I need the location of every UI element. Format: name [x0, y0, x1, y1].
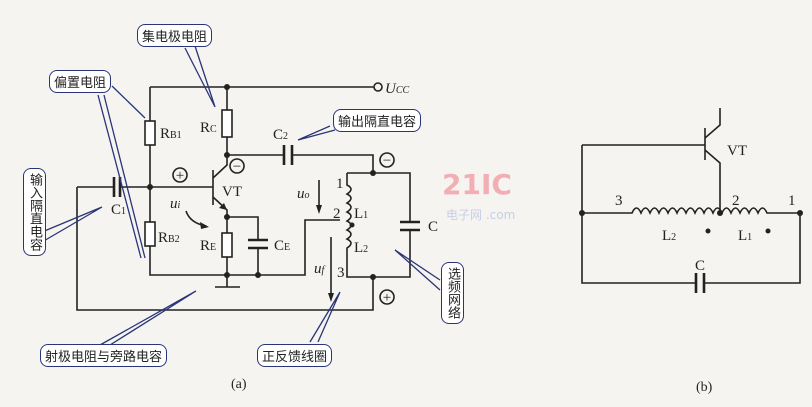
- circuit-a: + − − + UCC RB1 RC C2 VT ui C1 RB2 RE CE…: [41, 45, 441, 346]
- c-capacitor-b: [694, 273, 706, 293]
- minus-marker: −: [233, 159, 241, 175]
- circuit-b: VT 3 2 1 L2 L1 C: [579, 108, 803, 293]
- ui-label: ui: [170, 196, 181, 212]
- l1-label-b: L1: [738, 228, 752, 244]
- re-resistor: [221, 232, 233, 258]
- rc-label: RC: [200, 120, 217, 136]
- watermark-text: 电子网 .com: [446, 208, 516, 222]
- c1-label: C1: [111, 202, 126, 218]
- node-3-label-b: 3: [615, 193, 623, 209]
- callout-collector-resistor: 集电极电阻: [137, 24, 213, 47]
- callout-input-coupling-cap: 输入隔直电容: [23, 168, 46, 256]
- watermark-logo: 21IC: [442, 168, 512, 201]
- uo-label: uo: [297, 186, 310, 202]
- plus-marker: +: [176, 168, 184, 184]
- rb1-label: RB1: [160, 126, 182, 142]
- ce-label: CE: [274, 238, 290, 254]
- re-label: RE: [200, 238, 216, 254]
- callout-emitter-resistor-bypass: 射极电阻与旁路电容: [40, 344, 168, 367]
- rb1-resistor: [144, 120, 156, 146]
- rb2-label: RB2: [158, 230, 180, 246]
- vt-label-b: VT: [727, 143, 747, 159]
- ucc-label: UCC: [385, 81, 410, 97]
- node-2-label-b: 2: [732, 193, 740, 209]
- callout-bias-resistor: 偏置电阻: [49, 70, 112, 93]
- caption-a: (a): [231, 377, 247, 392]
- node-1-label-b: 1: [788, 193, 796, 209]
- c-label: C: [428, 219, 438, 235]
- rc-resistor: [221, 109, 233, 138]
- caption-b: (b): [696, 380, 713, 395]
- callout-frequency-select-network: 选频网络: [441, 262, 464, 324]
- node-1-label: 1: [336, 176, 344, 192]
- coil-b: [582, 207, 800, 215]
- c-capacitor: [400, 220, 420, 232]
- callout-feedback-coil: 正反馈线圈: [257, 344, 333, 367]
- c2-capacitor: [282, 145, 294, 165]
- ucc-terminal: [373, 82, 383, 92]
- node-3-label: 3: [337, 265, 345, 281]
- c2-label: C2: [273, 127, 288, 143]
- rb2-resistor: [144, 221, 156, 247]
- l1-l2-coil: [345, 173, 352, 250]
- l1-label: L1: [354, 206, 368, 222]
- plus-marker: +: [383, 290, 391, 306]
- ce-capacitor: [248, 238, 268, 250]
- node-2-label: 2: [333, 206, 341, 222]
- minus-marker: −: [383, 153, 391, 169]
- uf-label: uf: [314, 261, 326, 277]
- callout-output-coupling-cap: 输出隔直电容: [333, 109, 422, 132]
- l2-label: L2: [354, 240, 368, 256]
- l2-label-b: L2: [662, 228, 676, 244]
- vt-label: VT: [222, 184, 242, 200]
- c1-capacitor: [112, 177, 122, 197]
- c-label-b: C: [695, 258, 705, 274]
